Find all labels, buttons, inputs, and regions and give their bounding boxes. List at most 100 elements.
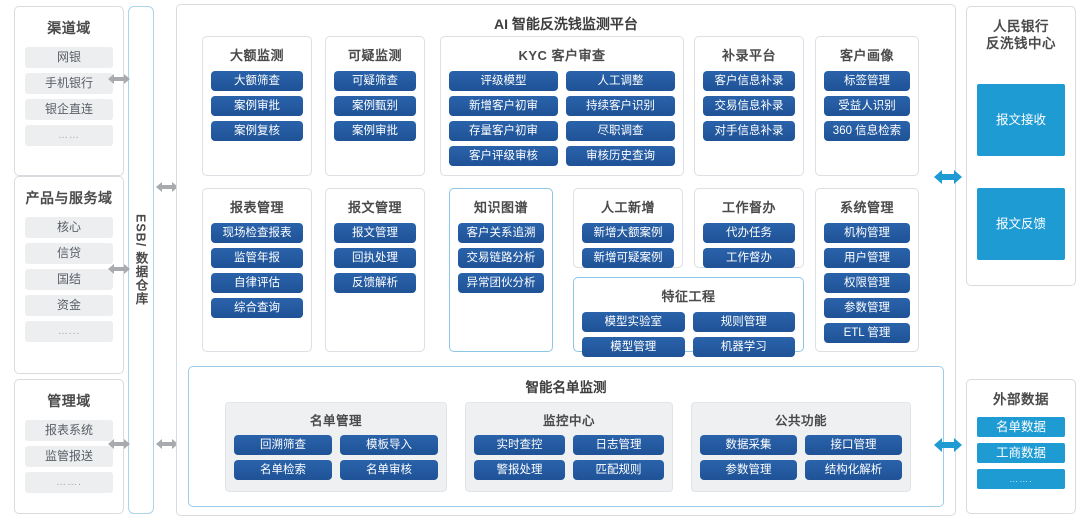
module-report-management: 报表管理 现场检查报表 监管年报 自律评估 综合查询	[202, 188, 312, 352]
subcard-title: 公共功能	[774, 414, 827, 428]
module-button[interactable]: 规则管理	[692, 312, 795, 332]
arrow-channel-to-esb	[108, 72, 130, 86]
subcard-button[interactable]: 结构化解析	[805, 460, 902, 480]
subcard-button[interactable]: 实时查控	[474, 435, 565, 455]
domain-item[interactable]: 银企直连	[25, 99, 113, 120]
module-button[interactable]: 反馈解析	[334, 273, 416, 293]
module-title: 补录平台	[721, 48, 776, 63]
module-large-amount-monitoring: 大额监测 大额筛查 案例审批 案例复核	[202, 36, 312, 176]
module-button[interactable]: 异常团伙分析	[458, 273, 544, 293]
module-button[interactable]: 新增大额案例	[582, 223, 674, 243]
subcard-button[interactable]: 参数管理	[700, 460, 797, 480]
module-button[interactable]: 交易链路分析	[458, 248, 544, 268]
module-button[interactable]: 客户关系追溯	[458, 223, 544, 243]
module-title: 工作督办	[721, 200, 776, 215]
module-button[interactable]: 回执处理	[334, 248, 416, 268]
module-button[interactable]: 报文管理	[334, 223, 416, 243]
module-button[interactable]: 对手信息补录	[703, 121, 795, 141]
module-button[interactable]: 交易信息补录	[703, 96, 795, 116]
domain-item-more: …...	[25, 321, 113, 342]
module-button[interactable]: 可疑筛查	[334, 71, 416, 91]
module-button[interactable]: 评级模型	[449, 71, 558, 91]
domain-item[interactable]: 监管报送	[25, 446, 113, 467]
esb-label: ESB/ 数据仓库	[133, 214, 148, 306]
module-customer-profile: 客户画像 标签管理 受益人识别 360 信息检索	[815, 36, 919, 176]
arrow-esb-to-platform-bottom	[156, 437, 178, 451]
external-data-item[interactable]: 工商数据	[977, 443, 1065, 463]
module-button[interactable]: 360 信息检索	[824, 121, 910, 141]
subcard-button[interactable]: 名单审核	[340, 460, 438, 480]
module-button[interactable]: 案例审批	[211, 96, 303, 116]
module-button[interactable]: 标签管理	[824, 71, 910, 91]
module-button[interactable]: 受益人识别	[824, 96, 910, 116]
domain-item[interactable]: 资金	[25, 295, 113, 316]
module-button-list: 报文管理 回执处理 反馈解析	[326, 223, 424, 293]
subcard-button[interactable]: 日志管理	[573, 435, 664, 455]
module-title: 可疑监测	[347, 48, 402, 63]
subcard-button-grid: 回溯筛查 模板导入 名单检索 名单审核	[226, 435, 446, 480]
subcard-button[interactable]: 数据采集	[700, 435, 797, 455]
module-button[interactable]: 尽职调查	[566, 121, 675, 141]
subcard-public-functions: 公共功能 数据采集 接口管理 参数管理 结构化解析	[691, 402, 911, 492]
subcard-button[interactable]: 名单检索	[234, 460, 332, 480]
module-button[interactable]: 工作督办	[703, 248, 795, 268]
subcard-button-grid: 数据采集 接口管理 参数管理 结构化解析	[692, 435, 910, 480]
smart-list-monitoring-container: 智能名单监测 名单管理 回溯筛查 模板导入 名单检索 名单审核 监控中心 实时查…	[188, 366, 944, 507]
domain-item[interactable]: 国结	[25, 269, 113, 290]
pboc-message-feedback[interactable]: 报文反馈	[977, 188, 1065, 260]
module-button[interactable]: 代办任务	[703, 223, 795, 243]
module-button-list: 新增大额案例 新增可疑案例	[574, 223, 682, 268]
module-button[interactable]: 存量客户初审	[449, 121, 558, 141]
module-button-list: 可疑筛查 案例甄别 案例审批	[326, 71, 424, 141]
module-button[interactable]: 案例甄别	[334, 96, 416, 116]
subcard-button[interactable]: 回溯筛查	[234, 435, 332, 455]
pboc-message-receive[interactable]: 报文接收	[977, 84, 1065, 156]
arrow-management-to-esb	[108, 437, 130, 451]
domain-item[interactable]: 网银	[25, 47, 113, 68]
right-panel-title: 人民银行 反洗钱中心	[967, 7, 1075, 62]
module-button[interactable]: 综合查询	[211, 298, 303, 318]
left-domain-management: 管理域 报表系统 监管报送 …….	[14, 379, 124, 514]
module-button[interactable]: 新增客户初审	[449, 96, 558, 116]
module-button-list: 标签管理 受益人识别 360 信息检索	[816, 71, 918, 141]
module-button[interactable]: 模型管理	[582, 337, 685, 357]
module-button[interactable]: 权限管理	[824, 273, 910, 293]
module-button[interactable]: 监管年报	[211, 248, 303, 268]
subcard-button[interactable]: 警报处理	[474, 460, 565, 480]
domain-item-more: …….	[25, 472, 113, 493]
module-button[interactable]: 参数管理	[824, 298, 910, 318]
module-kyc-customer-review: KYC 客户审查 评级模型 人工调整 新增客户初审 持续客户识别 存量客户初审 …	[440, 36, 684, 176]
subcard-button[interactable]: 接口管理	[805, 435, 902, 455]
domain-item[interactable]: 手机银行	[25, 73, 113, 94]
external-data-item[interactable]: 名单数据	[977, 417, 1065, 437]
module-button[interactable]: 人工调整	[566, 71, 675, 91]
module-button[interactable]: 客户信息补录	[703, 71, 795, 91]
module-button[interactable]: 审核历史查询	[566, 146, 675, 166]
domain-item[interactable]: 信贷	[25, 243, 113, 264]
subcard-title: 名单管理	[309, 414, 362, 428]
left-domain-title: 渠道域	[47, 20, 91, 36]
module-button[interactable]: 机构管理	[824, 223, 910, 243]
domain-item[interactable]: 核心	[25, 217, 113, 238]
arrow-platform-to-external-data	[934, 436, 962, 454]
arrow-product-to-esb	[108, 262, 130, 276]
module-button[interactable]: 用户管理	[824, 248, 910, 268]
module-button[interactable]: 自律评估	[211, 273, 303, 293]
module-button[interactable]: 案例审批	[334, 121, 416, 141]
module-button[interactable]: 机器学习	[692, 337, 795, 357]
subcard-button[interactable]: 匹配规则	[573, 460, 664, 480]
module-button[interactable]: 现场检查报表	[211, 223, 303, 243]
module-button[interactable]: 新增可疑案例	[582, 248, 674, 268]
left-domain-channel: 渠道域 网银 手机银行 银企直连 ……	[14, 6, 124, 176]
subcard-title: 监控中心	[542, 414, 595, 428]
module-button[interactable]: 持续客户识别	[566, 96, 675, 116]
module-button[interactable]: 大额筛查	[211, 71, 303, 91]
module-knowledge-graph: 知识图谱 客户关系追溯 交易链路分析 异常团伙分析	[449, 188, 553, 352]
subcard-button[interactable]: 模板导入	[340, 435, 438, 455]
subcard-list-management: 名单管理 回溯筛查 模板导入 名单检索 名单审核	[225, 402, 447, 492]
module-button[interactable]: 客户评级审核	[449, 146, 558, 166]
module-button[interactable]: ETL 管理	[824, 323, 910, 343]
module-button[interactable]: 模型实验室	[582, 312, 685, 332]
domain-item[interactable]: 报表系统	[25, 420, 113, 441]
module-button[interactable]: 案例复核	[211, 121, 303, 141]
